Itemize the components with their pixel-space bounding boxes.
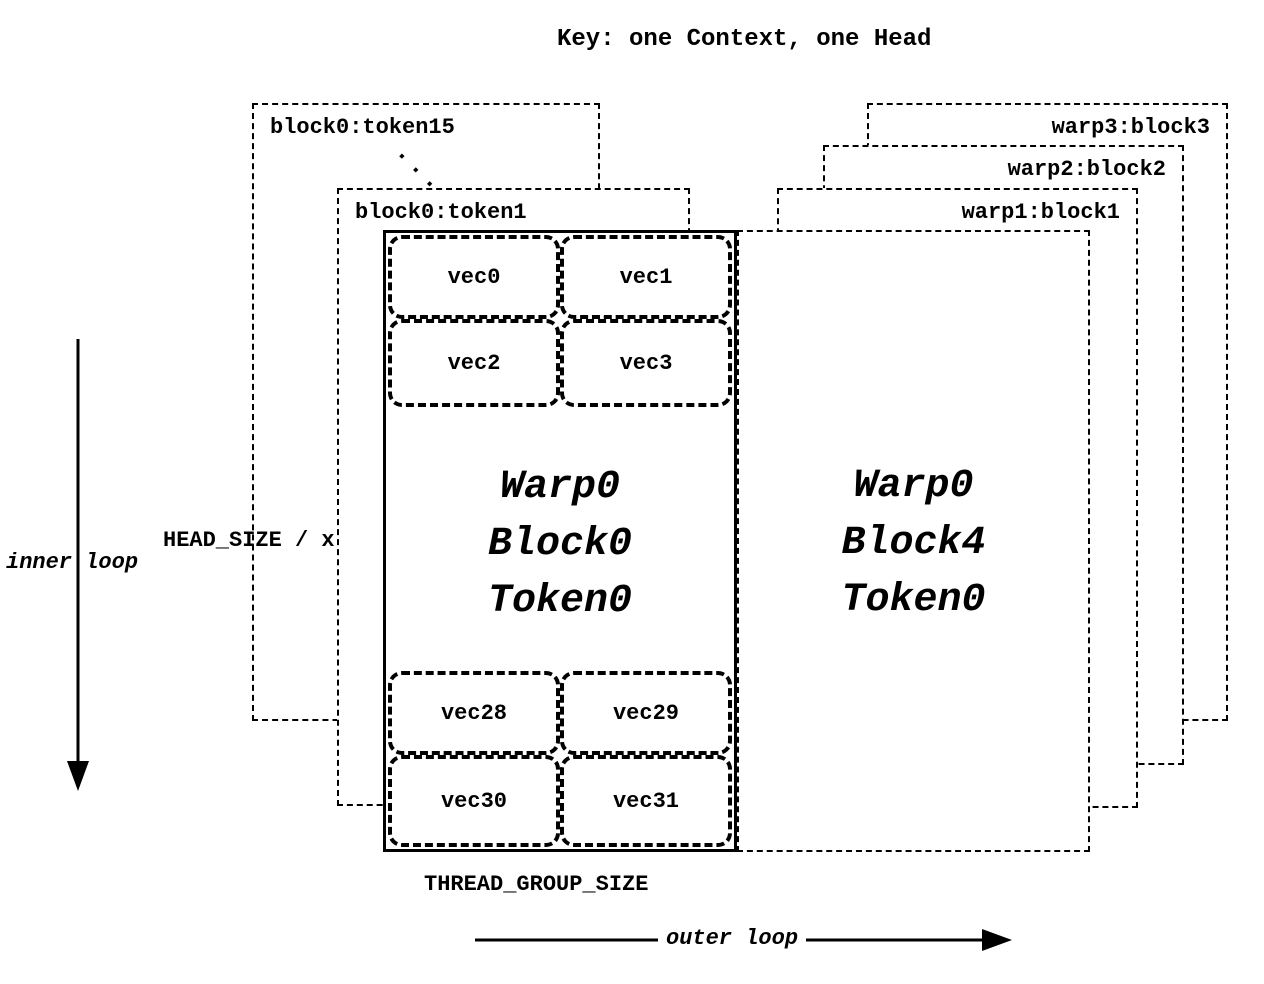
warp0-block4-box: Warp0 Block4 Token0 — [737, 230, 1090, 852]
warp0-block0-box: vec0 vec1 vec2 vec3 Warp0 Block0 Token0 … — [383, 230, 737, 852]
layer-label-warp3-block3: warp3:block3 — [1051, 115, 1210, 140]
warp0-block0-label: Warp0 Block0 Token0 — [386, 459, 734, 630]
head-size-label: HEAD_SIZE / x — [163, 528, 335, 553]
outer-loop-label: outer loop — [658, 926, 807, 951]
vec-cell-0: vec0 — [388, 235, 560, 319]
vec-cell-30: vec30 — [388, 755, 560, 847]
warp0-block0-line3: Token0 — [487, 579, 633, 624]
warp0-block0-line2: Block0 — [487, 522, 633, 567]
layer-label-block0-token1: block0:token1 — [355, 200, 527, 225]
vec-cell-3: vec3 — [560, 319, 732, 407]
warp0-block4-line1: Warp0 — [853, 464, 974, 509]
warp0-block4-line2: Block4 — [841, 521, 986, 566]
warp0-block4-line3: Token0 — [841, 578, 986, 623]
diagram-title: Key: one Context, one Head — [557, 26, 932, 53]
layer-label-block0-token15: block0:token15 — [270, 115, 455, 140]
layer-label-warp1-block1: warp1:block1 — [961, 200, 1120, 225]
vec-cell-28: vec28 — [388, 671, 560, 755]
layer-label-warp2-block2: warp2:block2 — [1007, 157, 1166, 182]
thread-group-size-label: THREAD_GROUP_SIZE — [424, 872, 649, 897]
warp0-block4-label: Warp0 Block4 Token0 — [739, 458, 1088, 629]
inner-loop-arrow-icon — [67, 339, 89, 791]
warp0-block0-line1: Warp0 — [499, 465, 621, 510]
vec-cell-29: vec29 — [560, 671, 732, 755]
vec-cell-31: vec31 — [560, 755, 732, 847]
inner-loop-label: inner loop — [6, 550, 139, 575]
vec-cell-1: vec1 — [560, 235, 732, 319]
vec-cell-2: vec2 — [388, 319, 560, 407]
